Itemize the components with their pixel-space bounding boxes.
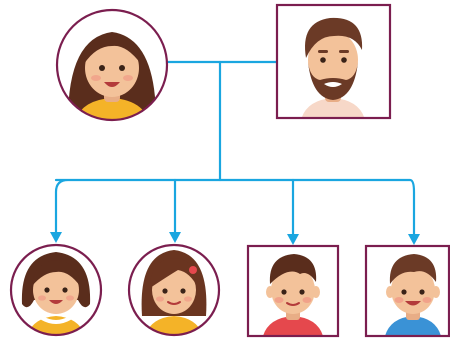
child-3-frame — [246, 244, 340, 338]
connector-lines — [54, 60, 416, 240]
arrowhead-child-3 — [287, 234, 299, 245]
child-4-frame — [364, 244, 450, 338]
arrowhead-child-4 — [408, 234, 420, 245]
child-4-portrait — [364, 244, 450, 338]
woman-avatar-icon — [68, 32, 156, 120]
child-1-frame — [9, 243, 103, 337]
child-1-portrait — [9, 243, 103, 337]
child-2-portrait — [127, 243, 221, 337]
child-3-portrait — [246, 244, 340, 338]
mother-frame — [55, 8, 169, 122]
father-portrait — [275, 3, 392, 120]
connector-arrowheads — [50, 232, 420, 245]
father-frame — [275, 3, 392, 120]
boy-avatar-icon — [385, 254, 441, 336]
girl-avatar-icon — [141, 250, 207, 335]
arrowhead-child-1 — [50, 232, 62, 243]
child-2-frame — [127, 243, 221, 337]
mother-portrait — [55, 8, 169, 122]
boy-avatar-icon — [263, 254, 323, 336]
arrowhead-child-2 — [169, 232, 181, 243]
girl-avatar-icon — [21, 252, 91, 335]
children-branch-line — [54, 178, 416, 240]
bearded-man-avatar-icon — [301, 17, 365, 118]
